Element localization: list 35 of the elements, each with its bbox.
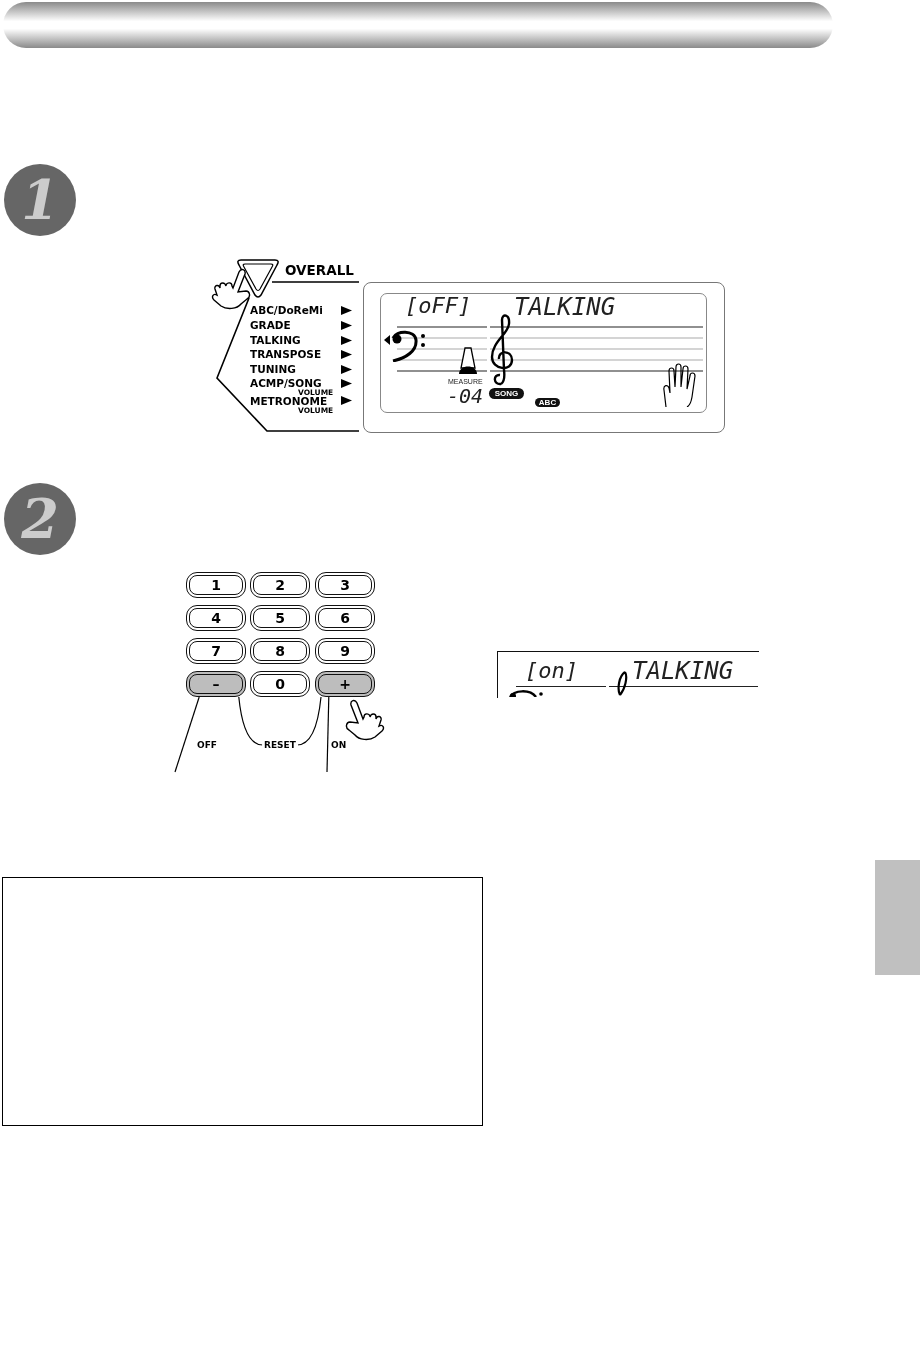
menu-label: TRANSPOSE [250,349,322,360]
number-key: + [315,671,375,697]
number-key: – [186,671,246,697]
number-key: 5 [250,605,310,631]
lcd-display [363,282,725,433]
number-key: 4 [186,605,246,631]
lcd-indicator: SONG [489,388,524,399]
number-key: 9 [315,638,375,664]
leader-line [326,696,330,773]
number-key: 0 [250,671,310,697]
number-key: 2 [250,572,310,598]
step-number: 2 [4,483,76,555]
number-key: 7 [186,638,246,664]
mode-readout: [oFF] [405,295,472,317]
key-label: OFF [197,741,217,750]
measure-number: -04 [447,386,484,406]
step-number: 1 [4,164,76,236]
menu-label: METRONOME [250,396,328,407]
menu-label: TUNING [250,364,296,375]
menu-label: ABC/DoReMi [250,305,323,316]
number-key: 8 [250,638,310,664]
function-name: TALKING [632,659,734,683]
menu-label: ACMP/SONG [250,378,322,389]
mode-readout: [on] [525,660,578,682]
menu-label: TALKING [250,335,301,346]
edge-label: RESET [261,740,298,750]
number-key: 3 [315,572,375,598]
leader-line [174,696,200,773]
lcd-indicator: ABC [535,398,560,407]
number-key: 6 [315,605,375,631]
key-label: ON [331,741,347,750]
number-key: 1 [186,572,246,598]
side-tab [875,860,920,975]
function-name: TALKING [514,295,616,319]
menu-label: GRADE [250,320,291,331]
